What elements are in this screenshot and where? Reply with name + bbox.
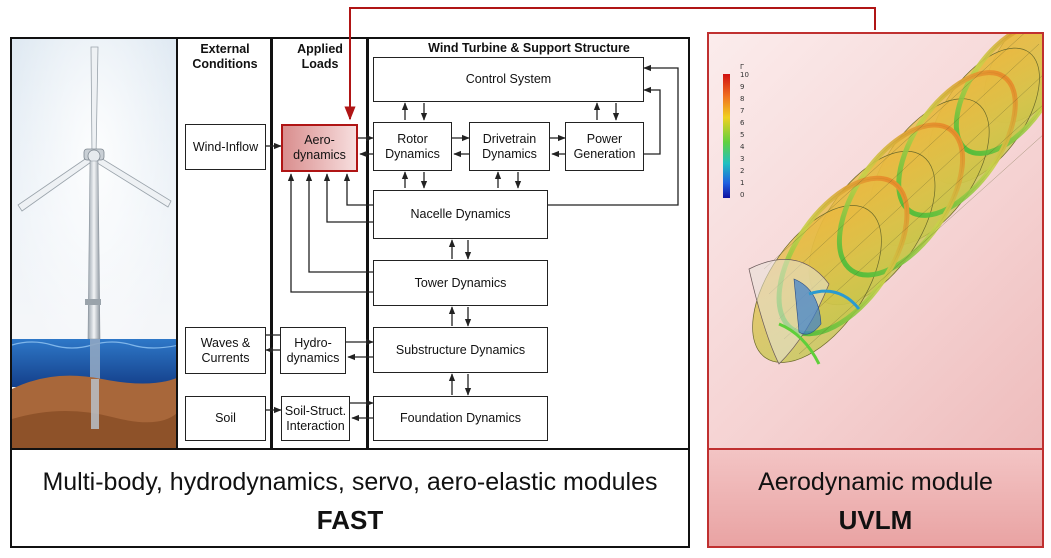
waves-currents-block: Waves & Currents [185, 327, 266, 374]
soil-block: Soil [185, 396, 266, 441]
uvlm-caption-box [707, 448, 1044, 548]
power-generation-block: Power Generation [565, 122, 644, 171]
foundation-dynamics-block: Foundation Dynamics [373, 396, 548, 441]
soil-structure-interaction-block: Soil-Struct. Interaction [281, 396, 350, 441]
uvlm-caption-line2: UVLM [838, 505, 913, 535]
colorbar-title: Γ [740, 63, 744, 71]
uvlm-caption-line1: Aerodynamic module [758, 468, 993, 496]
colorbar-tick: 5 [740, 131, 745, 139]
colorbar-tick: 8 [740, 95, 745, 103]
colorbar-tick: 3 [740, 155, 745, 163]
fast-caption-box [10, 448, 690, 548]
gamma-colorbar [723, 74, 730, 198]
control-system-block: Control System [373, 57, 644, 102]
wind-inflow-block: Wind-Inflow [185, 124, 266, 170]
colorbar-tick: 4 [740, 143, 745, 151]
column-divider-2 [366, 37, 369, 450]
colorbar-tick: 7 [740, 107, 745, 115]
uvlm-coupling-arrow [344, 7, 876, 121]
column-header-applied: Applied Loads [297, 42, 343, 71]
platform [85, 299, 101, 305]
column-header-external: External Conditions [192, 42, 258, 71]
turbine-drawing [12, 39, 177, 448]
fast-caption-line1: Multi-body, hydrodynamics, servo, aero-e… [42, 468, 658, 496]
column-header-turbine: Wind Turbine & Support Structure [428, 41, 630, 55]
turbine-illustration [10, 37, 177, 450]
colorbar-tick: 1 [740, 179, 745, 187]
nacelle-dynamics-block: Nacelle Dynamics [373, 190, 548, 239]
aerodynamics-block: Aero- dynamics [281, 124, 358, 172]
column-divider-1 [270, 37, 273, 450]
colorbar-tick: 10 [740, 71, 749, 79]
hydrodynamics-block: Hydro- dynamics [280, 327, 346, 374]
rotor-dynamics-block: Rotor Dynamics [373, 122, 452, 171]
tower-dynamics-block: Tower Dynamics [373, 260, 548, 306]
colorbar-tick: 2 [740, 167, 745, 175]
colorbar-tick: 6 [740, 119, 745, 127]
colorbar-tick: 9 [740, 83, 745, 91]
substructure-dynamics-block: Substructure Dynamics [373, 327, 548, 373]
wake-visualization [748, 34, 1042, 365]
fast-caption-line2: FAST [316, 505, 384, 535]
colorbar-tick: 0 [740, 191, 745, 199]
uvlm-panel: Γ 10 9 8 7 6 5 4 3 2 1 0 [707, 32, 1044, 450]
drivetrain-dynamics-block: Drivetrain Dynamics [469, 122, 550, 171]
